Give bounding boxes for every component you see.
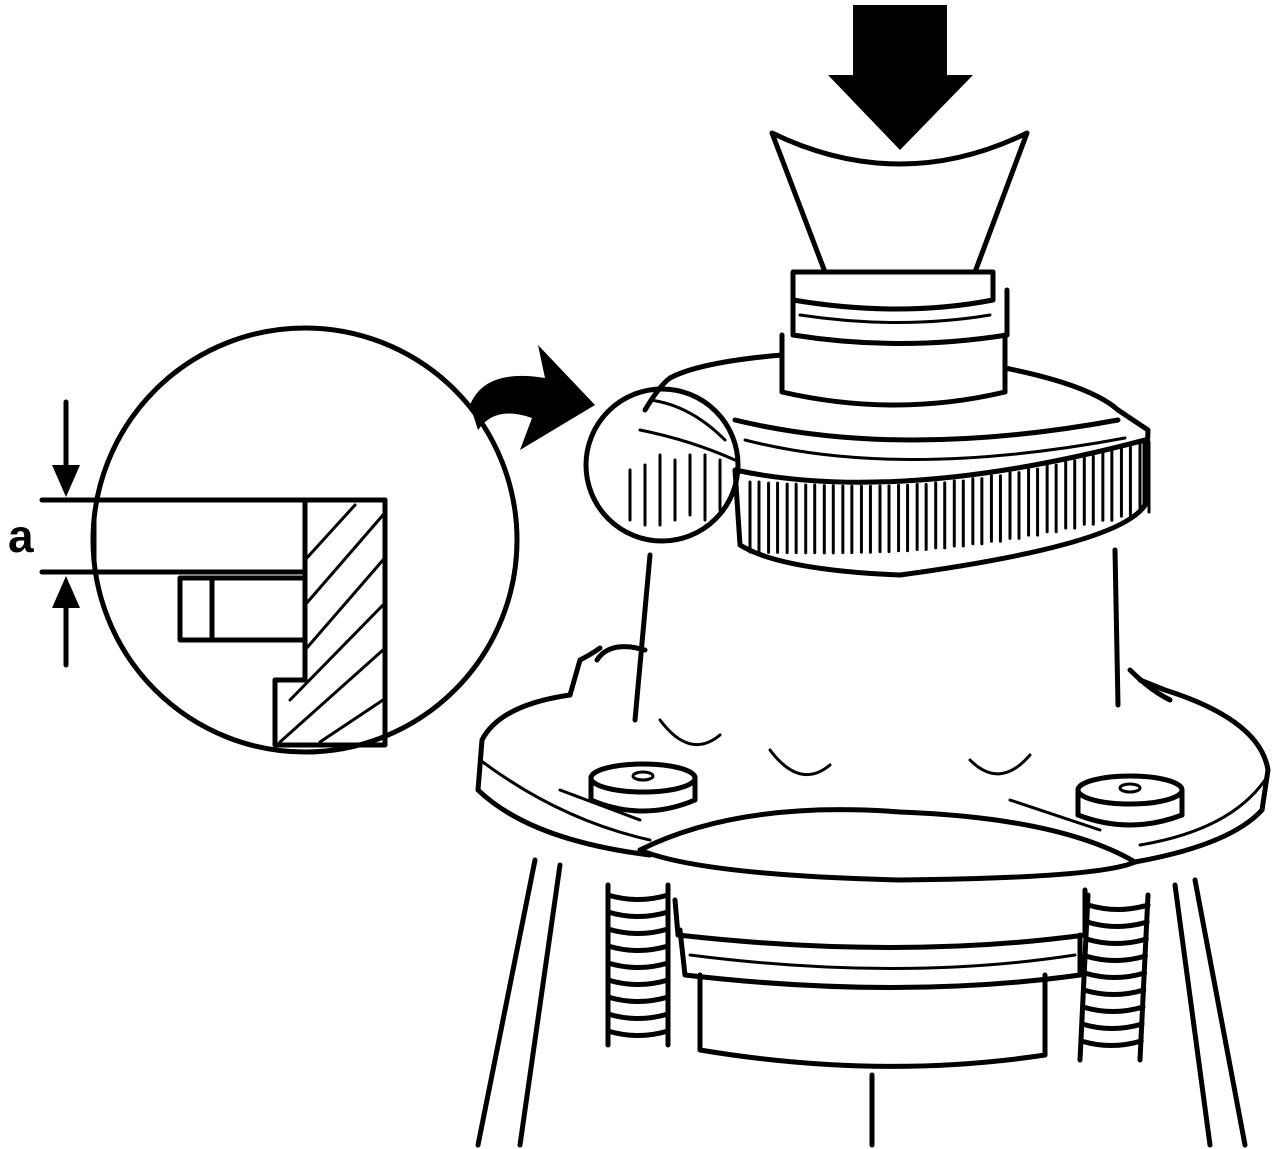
stud-thread [1084, 919, 1150, 929]
ring-tooth [804, 483, 817, 555]
stud-head-left [588, 761, 698, 814]
inner-step [177, 569, 308, 643]
ring-tooth [1045, 463, 1058, 534]
ring-tooth [841, 484, 854, 555]
ring-tooth [1008, 471, 1021, 540]
stud-head-rear-left [594, 644, 1173, 703]
stud-thread [605, 1028, 671, 1038]
magnified-detail-view [39, 325, 520, 755]
ring-tooth [859, 484, 872, 554]
detail-highlight-circle [583, 386, 741, 544]
stud-thread [605, 977, 671, 987]
ring-tooth [822, 484, 835, 555]
detail-pointer-arrow-icon [470, 345, 595, 450]
stud-thread [1078, 1038, 1144, 1048]
ring-tooth [934, 481, 947, 550]
lower-hub [672, 887, 1088, 1069]
ring-tooth [915, 482, 928, 551]
stud-thread [1083, 936, 1149, 946]
hub-top-plate [642, 352, 1127, 461]
ring-tooth [1138, 440, 1151, 514]
press-force-arrow-icon [828, 5, 973, 150]
stud-thread [605, 960, 671, 970]
ring-tooth [1101, 450, 1114, 522]
abs-tone-ring [732, 407, 1151, 578]
threaded-stud-left [605, 882, 671, 1048]
stud-thread [1079, 1021, 1145, 1031]
stud-thread [605, 994, 671, 1004]
stud-thread [1085, 902, 1151, 912]
ring-tooth [1064, 459, 1077, 530]
ring-tooth [767, 481, 780, 554]
stud-thread [1080, 1004, 1146, 1014]
stud-head-right [1075, 773, 1185, 828]
ring-tooth [952, 479, 965, 548]
support-fixture [475, 857, 1248, 1148]
hub-body [632, 547, 1121, 776]
ring-tooth [971, 477, 984, 546]
dimension-arrow-up-icon [52, 576, 80, 668]
stud-thread [1082, 953, 1148, 963]
dimension-label-a: a [8, 510, 34, 562]
stud-thread [605, 926, 671, 936]
wheel-flange [475, 645, 1271, 883]
stud-thread [1082, 970, 1148, 980]
ring-tooth [989, 474, 1002, 543]
ring-tooth [785, 482, 798, 555]
stud-thread [605, 909, 671, 919]
press-tool [769, 130, 1030, 408]
stud-thread [605, 943, 671, 953]
ring-tooth [897, 483, 910, 553]
stud-thread [605, 1011, 671, 1021]
ring-tooth [1027, 467, 1040, 537]
ring-tooth [1119, 445, 1132, 518]
dimension-arrow-down-icon [52, 399, 80, 497]
hatched-section [272, 497, 388, 748]
ring-tooth [878, 484, 891, 554]
stud-thread [1081, 987, 1147, 997]
ring-tooth [748, 480, 761, 554]
ring-tooth [1082, 454, 1095, 526]
stud-thread [605, 892, 671, 902]
threaded-stud-right [1077, 892, 1151, 1063]
